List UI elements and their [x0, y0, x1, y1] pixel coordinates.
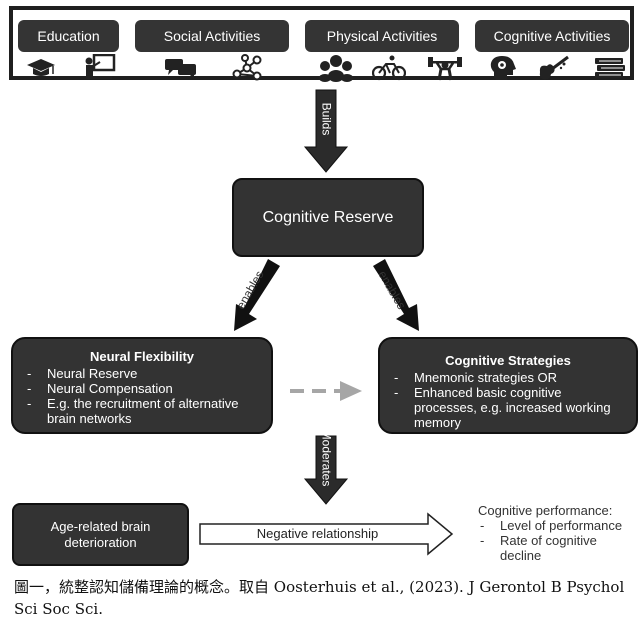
cognitive-strategies-item: Mnemonic strategies OR: [392, 370, 624, 385]
enables-right-label-wrap: enables: [362, 268, 422, 311]
figure-caption: 圖一，統整認知儲備理論的概念。取自 Oosterhuis et al., (20…: [14, 578, 625, 618]
category-cognitive: Cognitive Activities: [475, 20, 629, 52]
builds-label: Builds: [319, 102, 333, 135]
enables-left-arrow: [234, 259, 280, 331]
cognitive-reserve-box: Cognitive Reserve: [232, 178, 424, 257]
group-people-icon: [316, 54, 356, 82]
moderates-label-wrap: Moderates: [316, 429, 336, 486]
moderates-label: Moderates: [319, 429, 334, 486]
negative-arrow: [199, 512, 454, 556]
builds-arrow: [303, 89, 349, 173]
graduation-cap-icon: [21, 54, 61, 82]
performance-title: Cognitive performance:: [478, 503, 613, 518]
moderates-arrow: [303, 435, 349, 505]
category-education: Education: [18, 20, 119, 52]
category-social: Social Activities: [135, 20, 289, 52]
negative-label: Negative relationship: [256, 526, 379, 541]
neural-flexibility-item: Neural Compensation: [25, 381, 259, 396]
dashed-arrow: [290, 381, 362, 401]
enables-right-arrow: [373, 259, 419, 331]
teacher-board-icon: [79, 54, 119, 82]
performance-item: Level of performance: [478, 518, 640, 533]
brain-gears-icon: [483, 54, 523, 82]
cognitive-strategies-box: Cognitive Strategies Mnemonic strategies…: [378, 337, 638, 434]
category-physical: Physical Activities: [305, 20, 459, 52]
performance-item: Rate of cognitive decline: [478, 533, 605, 563]
performance-block: Cognitive performance: Level of performa…: [478, 503, 640, 563]
neural-flexibility-item: E.g. the recruitment of alternative brai…: [25, 396, 259, 426]
enables-left-label-wrap: enables: [220, 268, 280, 311]
neural-flexibility-title: Neural Flexibility: [89, 349, 195, 364]
activities-frame: Education Social Activities Physical Act…: [9, 6, 634, 82]
cognitive-reserve-label: Cognitive Reserve: [262, 208, 394, 226]
age-related-box: Age-related brain deterioration: [12, 503, 189, 566]
books-icon: [590, 54, 630, 82]
network-icon: [227, 54, 267, 82]
chat-bubbles-icon: [161, 54, 201, 82]
guitar-icon: [534, 54, 574, 82]
builds-label-wrap: Builds: [316, 90, 336, 147]
weightlifting-icon: [425, 54, 465, 82]
cycling-icon: [369, 54, 409, 82]
cognitive-strategies-item: Enhanced basic cognitive processes, e.g.…: [392, 385, 624, 430]
neural-flexibility-item: Neural Reserve: [25, 366, 259, 381]
age-related-label: Age-related brain deterioration: [50, 518, 151, 550]
neural-flexibility-box: Neural Flexibility Neural Reserve Neural…: [11, 337, 273, 434]
cognitive-strategies-title: Cognitive Strategies: [445, 353, 571, 368]
